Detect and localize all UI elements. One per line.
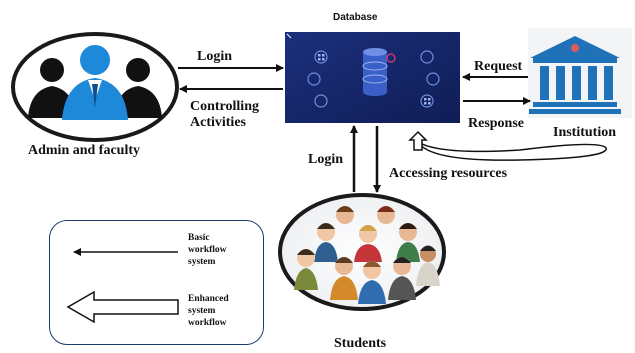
- alert-icon: [386, 53, 396, 63]
- request-label: Request: [474, 59, 523, 74]
- legend-basic-label: Basic workflow system: [188, 233, 227, 267]
- pen-icon: [426, 72, 440, 86]
- grid-icon: [314, 50, 328, 64]
- search-icon: [307, 72, 321, 86]
- admin-node: [11, 32, 179, 142]
- legend-enhanced-label: Enhanced system workflow: [188, 294, 229, 328]
- refresh-icon: [420, 50, 434, 64]
- admin-label: Admin and faculty: [28, 143, 141, 158]
- students-label: Students: [334, 336, 387, 351]
- database-stack-icon: [362, 48, 388, 96]
- apps-icon: [420, 94, 434, 108]
- tool-icon: [314, 94, 328, 108]
- admin-group-icon: [28, 45, 162, 120]
- response-label: Response: [468, 116, 525, 131]
- bank-building-icon: [528, 28, 632, 118]
- accessing-label: Accessing resources: [389, 166, 508, 181]
- admin-login-label: Login: [197, 49, 233, 64]
- database-node: [285, 32, 460, 123]
- institution-label: Institution: [553, 125, 617, 140]
- student-login-label: Login: [308, 152, 344, 167]
- legend-enhanced-arrow: [66, 290, 179, 324]
- student-crowd-icon: [294, 206, 440, 304]
- enhanced-curve-arrow: [408, 130, 607, 161]
- database-title: Database: [333, 12, 378, 23]
- students-node: [278, 193, 446, 311]
- controlling-label: Controlling Activities: [190, 99, 259, 130]
